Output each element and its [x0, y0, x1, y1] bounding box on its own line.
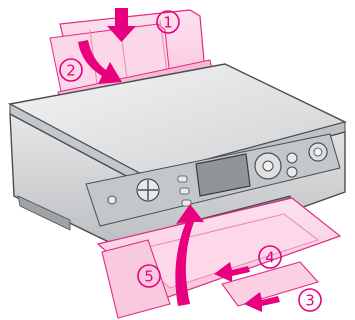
step-marker-1-label: 1	[163, 14, 173, 32]
power-button[interactable]	[108, 196, 116, 204]
start-button[interactable]	[309, 143, 327, 161]
panel-button[interactable]	[287, 153, 297, 163]
step-marker-2-label: 2	[66, 62, 76, 80]
step-marker-3-label: 3	[305, 292, 315, 310]
panel-button[interactable]	[287, 167, 297, 177]
panel-button[interactable]	[178, 176, 187, 182]
step-marker-4-label: 4	[265, 249, 275, 267]
navigation-ring[interactable]	[255, 153, 281, 179]
panel-button[interactable]	[180, 188, 189, 194]
step-marker-3: 3	[299, 289, 321, 311]
step-marker-5-label: 5	[144, 268, 154, 286]
mode-dial[interactable]	[137, 179, 159, 201]
